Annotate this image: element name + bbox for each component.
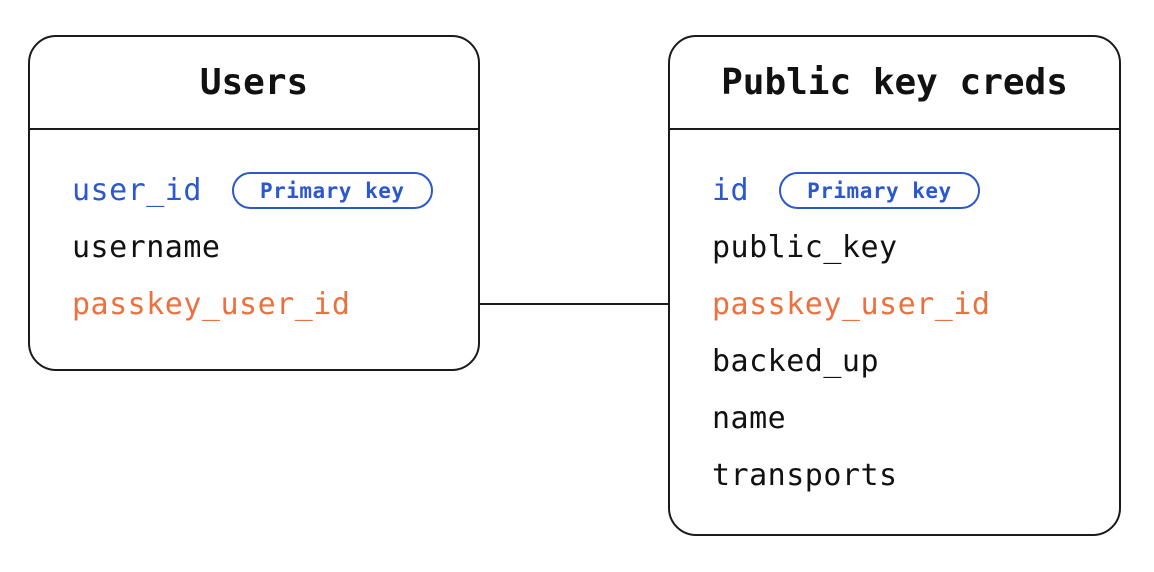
field-name: public_key xyxy=(712,230,898,265)
users-table-title: Users xyxy=(199,62,309,103)
public-key-creds-table: Public key creds id Primary key public_k… xyxy=(668,35,1121,536)
field-name: name xyxy=(712,401,787,436)
field-row-user-id: user_id Primary key xyxy=(72,162,478,219)
users-table-fields: user_id Primary key username passkey_use… xyxy=(30,130,478,333)
field-row-username: username xyxy=(72,219,478,276)
field-name: passkey_user_id xyxy=(712,287,991,322)
field-name: passkey_user_id xyxy=(72,287,351,322)
field-name: id xyxy=(712,173,750,208)
field-name: transports xyxy=(712,458,898,493)
field-row-public-key: public_key xyxy=(712,219,1119,276)
public-key-creds-table-fields: id Primary key public_key passkey_user_i… xyxy=(670,130,1119,504)
field-row-passkey-user-id: passkey_user_id xyxy=(72,276,478,333)
field-row-id: id Primary key xyxy=(712,162,1119,219)
field-name: user_id xyxy=(72,173,202,208)
field-row-name: name xyxy=(712,390,1119,447)
field-row-backed-up: backed_up xyxy=(712,333,1119,390)
primary-key-badge: Primary key xyxy=(231,172,433,209)
relationship-connector-line xyxy=(480,303,668,305)
primary-key-badge: Primary key xyxy=(779,172,980,209)
public-key-creds-table-title: Public key creds xyxy=(721,62,1068,103)
field-name: username xyxy=(72,230,221,265)
public-key-creds-table-header: Public key creds xyxy=(670,37,1119,130)
field-name: backed_up xyxy=(712,344,880,379)
field-row-transports: transports xyxy=(712,447,1119,504)
field-row-passkey-user-id: passkey_user_id xyxy=(712,276,1119,333)
users-table: Users user_id Primary key username passk… xyxy=(28,35,480,371)
users-table-header: Users xyxy=(30,37,478,130)
